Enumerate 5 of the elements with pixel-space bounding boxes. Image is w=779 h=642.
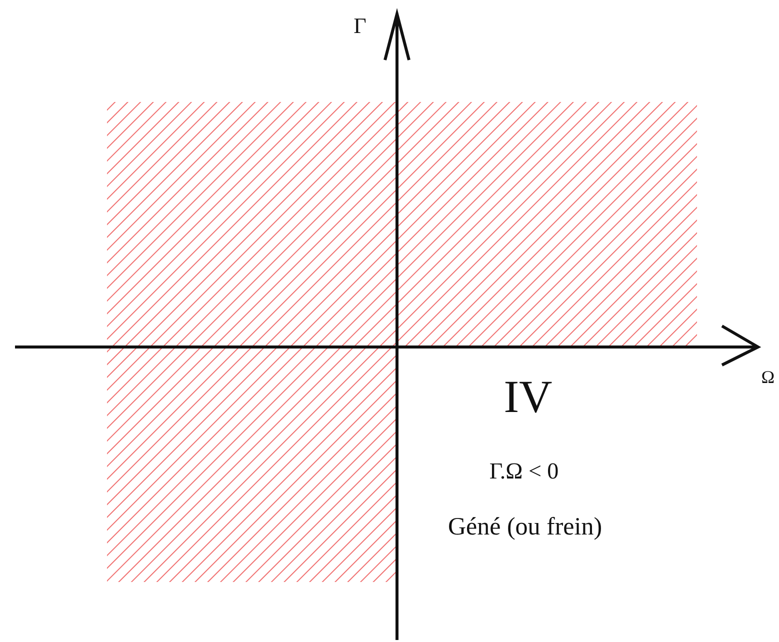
condition-text: Γ.Ω < 0	[489, 460, 559, 482]
quadrant-number: IV	[504, 374, 552, 420]
axis-label: Ω	[761, 368, 775, 386]
quadrant-description: Géné (ou frein)	[448, 514, 602, 540]
axis-label: Γ	[354, 15, 366, 37]
